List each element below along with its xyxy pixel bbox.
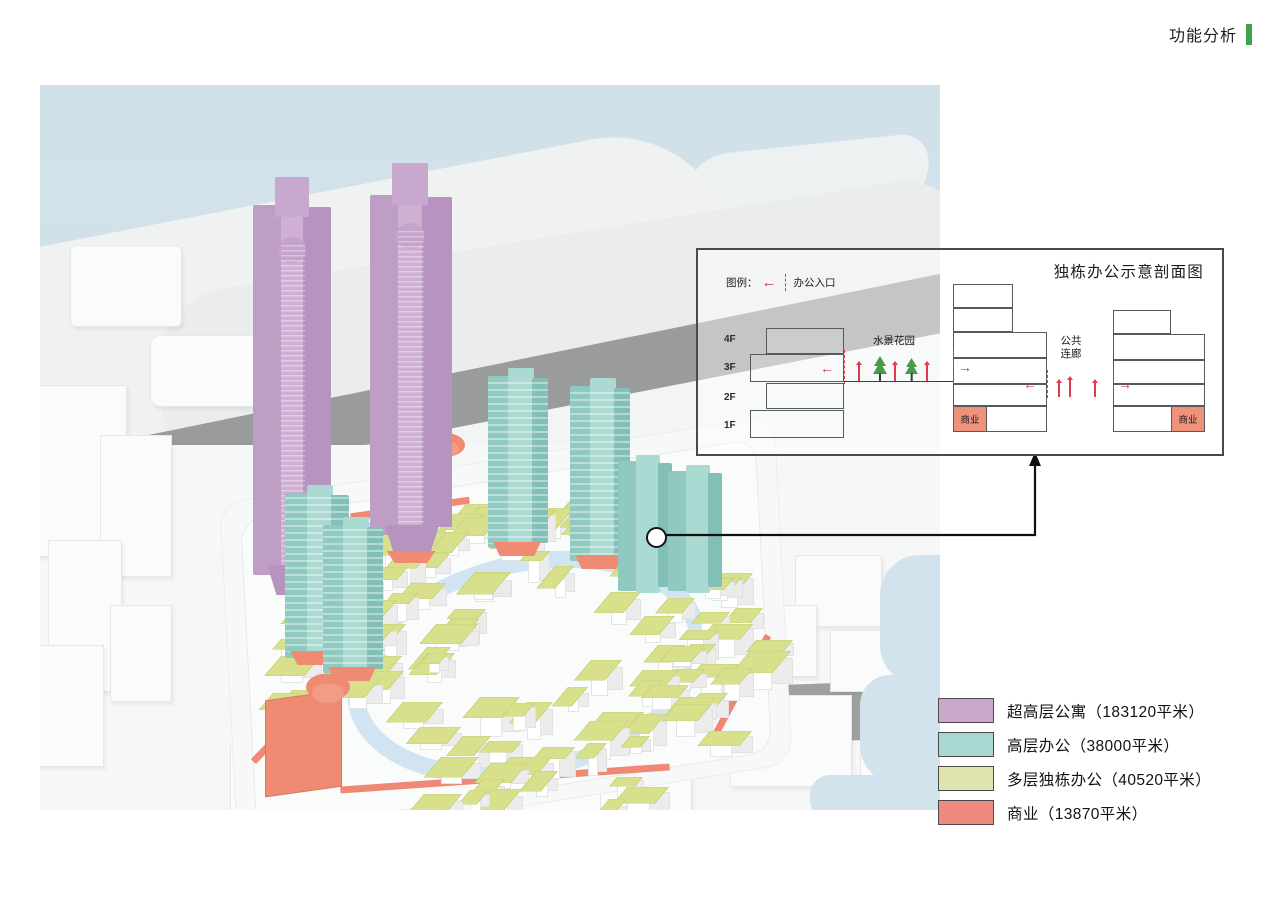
floor-label-4f: 4F — [724, 334, 736, 345]
section-right-bldgA-floor1 — [953, 384, 1047, 406]
page-header: 功能分析 — [1169, 22, 1252, 46]
context-building — [70, 245, 182, 327]
section-right-bldgA-floor5 — [953, 284, 1013, 308]
floor-label-2f: 2F — [724, 392, 736, 403]
panel-bg-translucent — [698, 250, 950, 454]
section-right-bldgA-floor3 — [953, 332, 1047, 358]
legend-item: 超高层公寓（183120平米） — [938, 698, 1211, 723]
section-floor-4f — [766, 328, 844, 354]
title-accent-bar — [1246, 23, 1252, 45]
river — [880, 555, 940, 685]
commercial-podium — [328, 667, 376, 681]
legend-arrow-left-icon: ← — [761, 274, 777, 291]
section-right-bldgB-floor3 — [1113, 334, 1205, 360]
commercial-volume — [312, 683, 344, 703]
office-entrance-arrow-left: ← — [820, 360, 834, 376]
legend-swatch-highrise-office — [938, 732, 994, 757]
retail-box-left: 商业 — [953, 406, 987, 432]
functional-legend: 超高层公寓（183120平米） 高层办公（38000平米） 多层独栋办公（405… — [938, 698, 1211, 834]
pedestrian-up-arrow — [856, 361, 862, 381]
corridor-dashed-line-right — [1113, 370, 1114, 398]
tree-icon — [902, 356, 921, 387]
commercial-podium — [493, 542, 541, 556]
entrance-legend: 图例： ← 办公入口 — [726, 274, 836, 291]
retail-box-right: 商业 — [1171, 406, 1205, 432]
entrance-dashed-line — [844, 350, 845, 384]
legend-swatch-lowrise-office — [938, 766, 994, 791]
public-corridor-label-line2: 连廊 — [1060, 348, 1082, 361]
legend-label-highrise-office: 高层办公（38000平米） — [1007, 737, 1180, 755]
section-right-bldgA-floor2 — [953, 358, 1047, 384]
section-diagram-title: 独栋办公示意剖面图 — [1053, 264, 1204, 281]
corridor-dashed-line-left — [1047, 370, 1048, 398]
floor-label-3f: 3F — [724, 362, 736, 373]
public-corridor-label-line1: 公共 — [1060, 335, 1082, 347]
aerial-render-image — [40, 85, 940, 810]
legend-item: 多层独栋办公（40520平米） — [938, 766, 1211, 791]
commercial-volume — [265, 689, 342, 798]
commercial-podium — [386, 551, 436, 563]
legend-label-supertall-apartment: 超高层公寓（183120平米） — [1007, 703, 1205, 721]
pedestrian-up-arrow — [892, 361, 898, 381]
legend-swatch-commercial — [938, 800, 994, 825]
tree-icon — [870, 354, 890, 387]
legend-prefix-label: 图例： — [726, 277, 758, 289]
retail-label-right: 商业 — [1178, 415, 1198, 426]
floor-label-1f: 1F — [724, 420, 736, 431]
section-floor-3f — [750, 354, 844, 382]
corridor-up-arrow — [1067, 376, 1073, 397]
section-diagram-panel: 独栋办公示意剖面图 图例： ← 办公入口 4F 3F 2F 1F ← 水景花园 — [696, 248, 1224, 456]
river — [860, 675, 940, 785]
water-garden-label: 水景花园 — [873, 335, 915, 347]
office-entrance-arrow-right: → — [958, 359, 972, 375]
legend-swatch-supertall-apartment — [938, 698, 994, 723]
context-building — [40, 645, 104, 767]
corridor-up-arrow — [1092, 379, 1098, 397]
legend-item: 高层办公（38000平米） — [938, 732, 1211, 757]
river — [810, 775, 940, 810]
legend-label-lowrise-office: 多层独栋办公（40520平米） — [1007, 771, 1212, 789]
legend-item: 商业（13870平米） — [938, 800, 1211, 825]
retail-label-left: 商业 — [960, 415, 980, 426]
public-corridor-label: 公共 连廊 — [1048, 335, 1094, 361]
legend-dashed-line-icon — [784, 274, 786, 291]
detail-marker-dot[interactable] — [646, 527, 667, 548]
context-building — [110, 605, 172, 702]
corridor-up-arrow — [1056, 379, 1062, 397]
page-title: 功能分析 — [1168, 28, 1237, 45]
section-right-bldgB-floor4 — [1113, 310, 1171, 334]
corridor-arrow-right: → — [1118, 376, 1132, 392]
entrance-dashed-line — [953, 350, 954, 384]
legend-entrance-label: 办公入口 — [793, 277, 836, 289]
legend-label-commercial: 商业（13870平米） — [1007, 805, 1148, 823]
section-right-bldgB-floor2 — [1113, 360, 1205, 384]
commercial-podium — [575, 555, 623, 569]
section-floor-2f — [766, 383, 844, 409]
ground-line — [844, 381, 954, 383]
section-floor-1f — [750, 410, 844, 438]
pedestrian-up-arrow — [924, 361, 930, 381]
corridor-arrow-left: ← — [1023, 376, 1037, 392]
section-right-bldgA-floor4 — [953, 308, 1013, 332]
